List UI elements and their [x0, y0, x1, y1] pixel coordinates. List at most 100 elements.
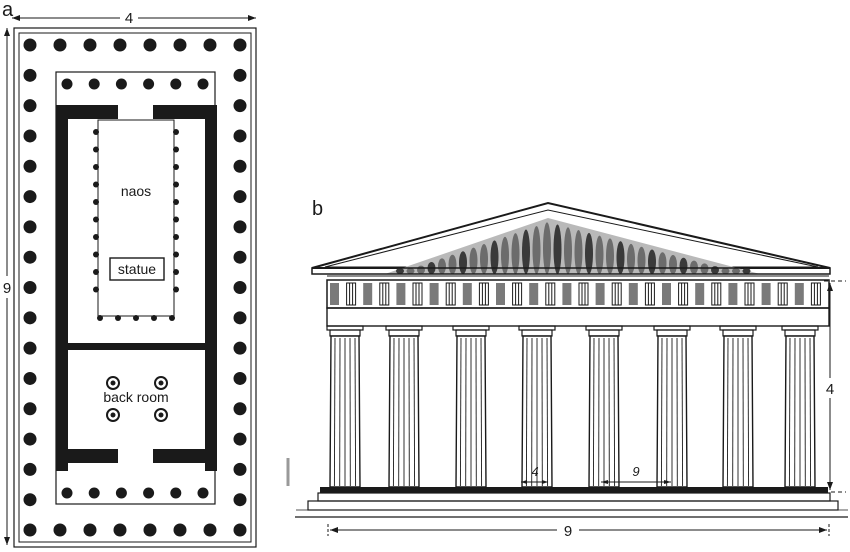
- column-flute: [660, 337, 663, 487]
- pediment-figure: [595, 235, 604, 274]
- porch-column: [61, 78, 73, 90]
- column-capital: [656, 329, 688, 337]
- column-flute: [726, 337, 729, 487]
- back-room-column: [106, 376, 120, 390]
- pediment-figure: [406, 268, 415, 274]
- pediment-figure: [480, 243, 488, 274]
- pediment-figure: [532, 225, 541, 274]
- pediment-figure: [490, 240, 499, 274]
- column-capital: [455, 329, 487, 337]
- peristyle-column: [233, 190, 247, 204]
- frieze-triglyph: [711, 282, 722, 306]
- naos-column: [93, 251, 99, 258]
- peristyle-column: [23, 38, 37, 52]
- statue-label: statue: [118, 261, 156, 277]
- peristyle-column: [173, 523, 187, 537]
- peristyle-column: [23, 99, 37, 113]
- peristyle-column: [23, 493, 37, 507]
- back-room-column: [106, 408, 120, 422]
- naos-column: [93, 216, 99, 223]
- pediment-figure: [438, 258, 446, 274]
- peristyle-column: [23, 432, 37, 446]
- column-flute: [546, 337, 549, 487]
- naos-column: [169, 315, 175, 321]
- frieze-metope: [794, 283, 804, 305]
- naos-inner-aisle: [97, 119, 175, 317]
- stylobate-outer-edge: [13, 27, 257, 548]
- pediment-figure: [543, 222, 551, 274]
- column-flute: [681, 337, 684, 487]
- pediment-figure: [616, 241, 625, 274]
- cella-platform: [55, 71, 216, 505]
- frieze-triglyph: [512, 282, 523, 306]
- naos-column: [173, 199, 179, 205]
- back-room-column: [154, 408, 168, 422]
- pediment-figure: [459, 251, 467, 274]
- frieze-metope: [429, 283, 439, 305]
- pediment-figure: [679, 257, 688, 275]
- stylobate-inner-edge: [18, 32, 252, 543]
- column-flute: [333, 337, 336, 487]
- frieze-triglyph: [744, 282, 755, 306]
- pediment-figure: [448, 254, 457, 274]
- column-flute: [747, 337, 750, 487]
- peristyle-column: [23, 129, 37, 143]
- pediment-figure: [585, 232, 593, 274]
- temple-steps: [286, 458, 848, 518]
- frieze-metope: [529, 283, 539, 305]
- frieze-metope: [363, 283, 373, 305]
- naos-colonnade: [93, 129, 179, 321]
- peristyle-column: [233, 462, 247, 476]
- frieze-triglyph: [346, 282, 357, 306]
- peristyle-column: [233, 159, 247, 173]
- frieze-metope: [562, 283, 572, 305]
- pediment-figure: [396, 268, 404, 274]
- peristyle-column: [23, 220, 37, 234]
- pediment-figure: [658, 252, 667, 274]
- column-spacing-label: 9: [632, 464, 639, 479]
- pediment-figure: [721, 268, 730, 274]
- peristyle-column: [23, 523, 37, 537]
- pediment-figure: [606, 238, 614, 274]
- naos-column: [173, 216, 179, 223]
- peristyle-column: [83, 38, 97, 52]
- naos-column: [173, 286, 179, 293]
- column-flute: [809, 337, 812, 487]
- column-flute: [413, 337, 416, 487]
- frieze-metope: [728, 283, 738, 305]
- naos-column: [173, 146, 179, 153]
- frieze-metope: [330, 283, 339, 305]
- column-flute: [788, 337, 791, 487]
- frieze-triglyph: [478, 282, 489, 306]
- naos-column: [173, 181, 179, 188]
- porch-column: [170, 78, 182, 90]
- peristyle-column: [203, 38, 217, 52]
- column-flute: [525, 337, 528, 487]
- peristyle-column: [83, 523, 97, 537]
- pediment-sculptures: [385, 218, 760, 275]
- back-room-column-core: [110, 380, 116, 386]
- pediment-figure: [417, 265, 425, 274]
- naos-column: [93, 129, 99, 135]
- back-room-columns: [106, 376, 168, 422]
- peristyle-column: [113, 38, 127, 52]
- pediment: [311, 201, 831, 275]
- pediment-figure: [627, 243, 635, 274]
- frieze-metope: [695, 283, 705, 305]
- peristyle-column: [113, 523, 127, 537]
- column-capital: [784, 329, 816, 337]
- naos-column: [93, 181, 99, 188]
- naos-column: [97, 315, 103, 321]
- naos-column: [93, 164, 99, 170]
- back-room-column-core: [158, 380, 164, 386]
- pediment-figure: [522, 229, 530, 274]
- peristyle-column: [23, 250, 37, 264]
- pediment-figure: [648, 249, 656, 274]
- frieze-triglyph: [412, 282, 423, 306]
- panel-a-letter: a: [2, 0, 14, 21]
- porch-column: [197, 78, 209, 90]
- frieze-triglyph: [545, 282, 556, 306]
- plan-length-dimension: 9: [0, 28, 14, 545]
- naos-column: [133, 315, 139, 321]
- pediment-figure: [511, 233, 520, 274]
